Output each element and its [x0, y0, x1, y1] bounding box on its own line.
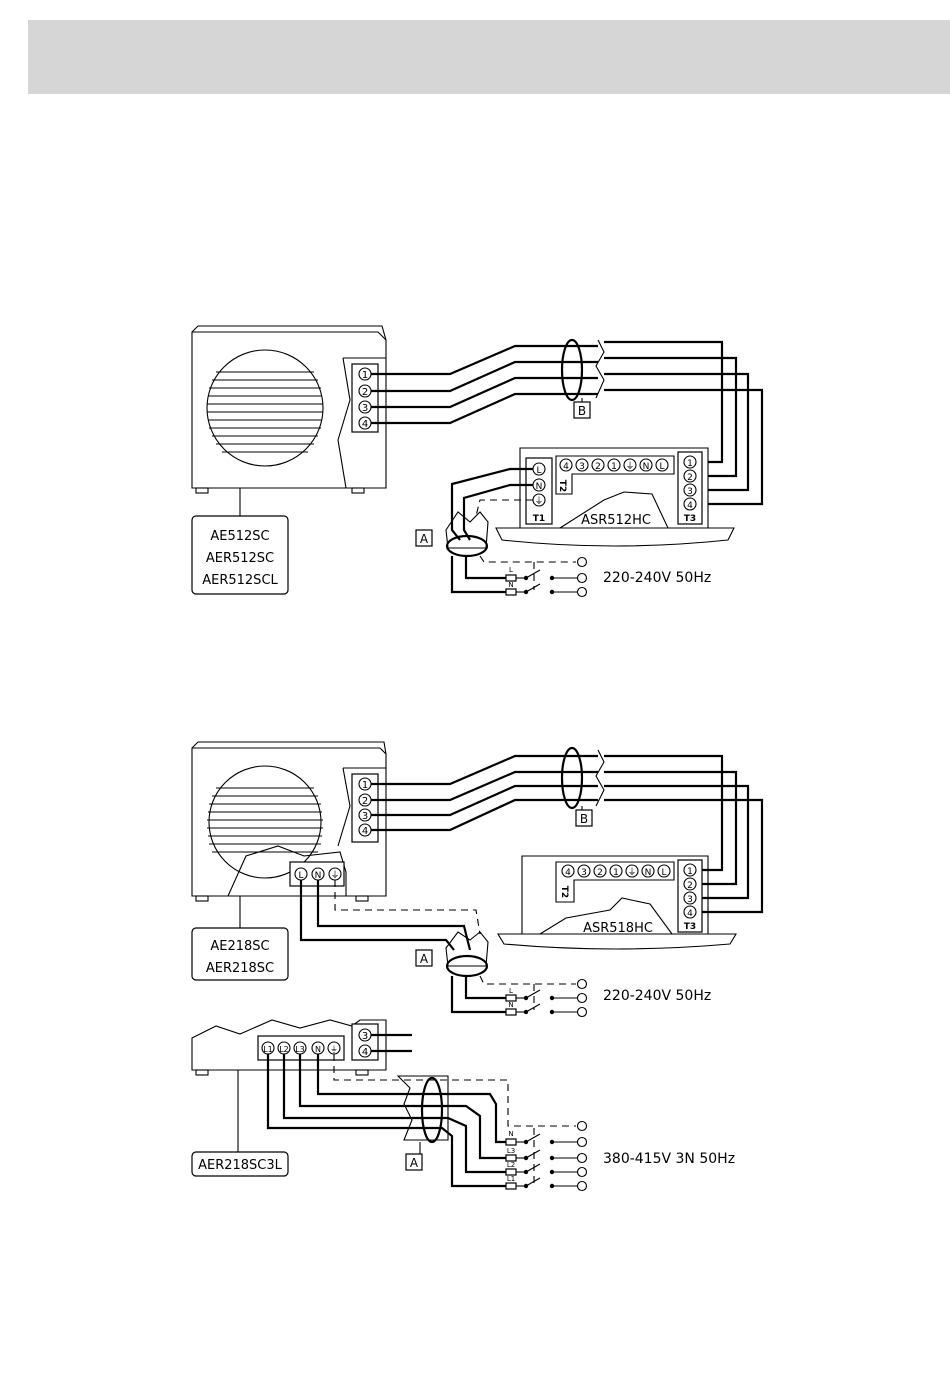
svg-text:4: 4	[687, 909, 693, 919]
indoor-unit-1: L N ⏚ T1 4 3 2 1 ⏚ N L T2 1 2 3 4 T3	[496, 448, 734, 546]
t1-terminal-n: N	[536, 482, 543, 492]
model-1c: AER512SCL	[202, 573, 278, 588]
svg-text:4: 4	[687, 501, 693, 511]
svg-text:N: N	[643, 462, 650, 472]
svg-text:2: 2	[687, 881, 693, 891]
svg-text:L3: L3	[507, 1147, 515, 1155]
svg-text:1: 1	[613, 868, 619, 878]
svg-text:L3: L3	[295, 1045, 305, 1054]
svg-text:L1: L1	[507, 1175, 515, 1183]
svg-text:2: 2	[687, 473, 693, 483]
outdoor-unit-1	[192, 326, 386, 493]
svg-text:3: 3	[687, 895, 693, 905]
svg-text:L: L	[509, 987, 513, 995]
cable-a-label: A	[420, 532, 429, 546]
svg-text:⏚: ⏚	[625, 461, 634, 472]
svg-text:A: A	[420, 952, 429, 966]
t1-terminal-l: L	[536, 466, 541, 476]
svg-text:AER218SC3L: AER218SC3L	[198, 1158, 283, 1173]
power-cable-3: A N L3 L2 L1	[268, 1054, 735, 1191]
diagram-1: 1 2 3 4 B L N ⏚	[192, 326, 762, 597]
svg-text:L: L	[659, 462, 664, 472]
outdoor-unit-3: 3 4 L1 L2 L3 N ⏚	[192, 1020, 412, 1075]
diagram-2: L N ⏚ 1 2 3 4 B	[192, 742, 762, 1017]
svg-text:N: N	[315, 1045, 321, 1054]
supply-label-1: 220-240V 50Hz	[603, 570, 711, 586]
svg-text:N: N	[315, 871, 322, 881]
t3-label: T3	[684, 514, 696, 524]
svg-text:N: N	[508, 1130, 513, 1138]
indoor-model-1: ASR512HC	[581, 513, 651, 528]
outdoor-terminal-2: 2	[362, 387, 368, 398]
t1-terminal-earth: ⏚	[534, 496, 543, 507]
svg-text:4: 4	[362, 1047, 368, 1058]
model-box-1: AE512SC AER512SC AER512SCL	[192, 488, 288, 594]
svg-text:N: N	[645, 868, 652, 878]
svg-text:T3: T3	[684, 922, 696, 932]
svg-text:L2: L2	[279, 1045, 289, 1054]
model-1a: AE512SC	[210, 529, 269, 544]
svg-text:A: A	[410, 1156, 419, 1170]
svg-text:4: 4	[563, 462, 569, 472]
outdoor-terminal-1: 1	[362, 370, 368, 381]
svg-text:3: 3	[687, 487, 693, 497]
t2-label: T2	[557, 480, 567, 492]
supply-label-3: 380-415V 3N 50Hz	[603, 1151, 735, 1167]
svg-text:AE218SC: AE218SC	[210, 939, 269, 954]
fan-grille-icon	[207, 372, 323, 452]
svg-text:3: 3	[581, 868, 587, 878]
svg-text:1: 1	[687, 867, 693, 877]
svg-text:4: 4	[565, 868, 571, 878]
svg-text:1: 1	[362, 780, 368, 791]
svg-text:⏚: ⏚	[627, 867, 636, 878]
cable-b-label-2: B	[580, 812, 588, 826]
model-box-2: AE218SC AER218SC	[192, 896, 288, 980]
outdoor-terminal-4: 4	[362, 419, 368, 430]
svg-text:1: 1	[687, 459, 693, 469]
svg-text:L: L	[509, 566, 513, 574]
svg-text:3: 3	[362, 811, 368, 822]
diagram-3: 3 4 L1 L2 L3 N ⏚ A N L	[192, 1020, 735, 1191]
t2-terminal-block: 4 3 2 1 ⏚ N L	[560, 459, 668, 472]
svg-text:T2: T2	[559, 886, 569, 898]
indoor-model-2: ASR518HC	[583, 921, 653, 936]
model-box-3: AER218SC3L	[192, 1070, 288, 1176]
svg-text:⏚: ⏚	[330, 1045, 338, 1054]
indoor-unit-2: 4 3 2 1 ⏚ N L T2 1 2 3 4 T3 ASR518HC	[498, 856, 736, 949]
svg-text:L1: L1	[263, 1045, 273, 1054]
cable-b-label: B	[578, 404, 586, 418]
supply-label-2: 220-240V 50Hz	[603, 988, 711, 1004]
svg-text:2: 2	[597, 868, 603, 878]
svg-text:2: 2	[595, 462, 601, 472]
svg-text:N: N	[508, 1001, 513, 1009]
svg-text:L2: L2	[507, 1161, 515, 1169]
t1-label: T1	[533, 514, 545, 524]
svg-text:3: 3	[579, 462, 585, 472]
svg-text:2: 2	[362, 796, 368, 807]
svg-text:AER218SC: AER218SC	[206, 961, 274, 976]
svg-text:L: L	[298, 871, 303, 881]
outdoor-terminal-3: 3	[362, 403, 368, 414]
outdoor-unit-2: L N ⏚	[192, 742, 386, 901]
fan-grille-icon	[207, 788, 323, 852]
svg-text:⏚: ⏚	[330, 870, 339, 881]
svg-text:L: L	[661, 868, 666, 878]
model-1b: AER512SC	[206, 551, 274, 566]
svg-text:N: N	[508, 581, 513, 589]
svg-text:1: 1	[611, 462, 617, 472]
svg-text:3: 3	[362, 1031, 368, 1042]
svg-text:4: 4	[362, 826, 368, 837]
